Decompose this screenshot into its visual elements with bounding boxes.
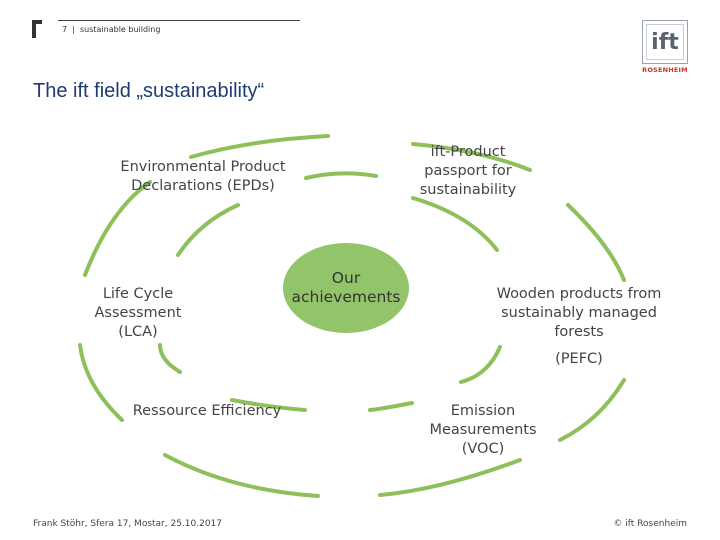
emission-line-2: Measurements: [429, 422, 537, 438]
inner-arc-top-right: [411, 196, 499, 252]
epd-line-2: Declarations (EPDs): [131, 178, 275, 194]
label-wooden: Wooden products from sustainably managed…: [484, 285, 674, 342]
header-rule: [58, 20, 300, 21]
wooden-line-pefc: (PEFC): [555, 351, 603, 367]
footer-copyright: © ift Rosenheim: [613, 519, 687, 529]
inner-arcs: [158, 171, 502, 412]
footer-author: Frank Stöhr, Sfera 17, Mostar, 25.10.201…: [33, 519, 223, 529]
center-label: Our achievements: [283, 269, 409, 307]
section-name: sustainable building: [79, 25, 161, 34]
arc-top-left: [189, 134, 330, 159]
arc-bottom-left: [163, 453, 320, 498]
outer-arcs: [78, 134, 626, 498]
inner-arc-left-lower: [158, 343, 182, 374]
epd-line-1: Environmental Product: [120, 159, 286, 175]
ift-logo: ift ROSENHEIM: [642, 20, 688, 74]
emission-line-1: Emission: [450, 403, 516, 419]
inner-arc-bottom-left: [230, 398, 307, 412]
arc-top-right: [411, 142, 532, 172]
logo-frame: ift: [642, 20, 688, 64]
slide-number: 7: [62, 25, 68, 34]
inner-arc-left-upper: [176, 203, 240, 257]
inner-arc-top: [304, 171, 378, 180]
label-efficiency: Ressource Efficiency: [120, 402, 294, 421]
header-caption: 7 | sustainable building: [62, 25, 160, 34]
arc-left-upper: [83, 180, 152, 277]
passport-line-2: passport for: [424, 163, 512, 179]
arc-right-upper: [566, 203, 626, 282]
passport-line-3: sustainability: [419, 182, 517, 198]
efficiency-line-1: Ressource Efficiency: [132, 403, 282, 419]
center-line-1: Our: [331, 269, 361, 287]
logo-mark: ift: [646, 24, 684, 60]
page-title: The ift field „sustainability“: [33, 80, 265, 102]
wooden-line-1: Wooden products from: [496, 286, 662, 302]
label-emission: Emission Measurements (VOC): [420, 402, 546, 459]
inner-arc-right: [459, 345, 502, 384]
lca-line-1: Life Cycle: [102, 286, 174, 302]
label-passport: ift-Product passport for sustainability: [408, 143, 528, 200]
label-lca: Life Cycle Assessment (LCA): [85, 285, 191, 342]
label-epd: Environmental Product Declarations (EPDs…: [108, 158, 298, 196]
wooden-line-2: sustainably managed: [501, 305, 657, 321]
arc-left-lower: [78, 343, 124, 422]
center-ellipse: [283, 243, 409, 333]
passport-line-1: ift-Product: [430, 144, 506, 160]
inner-arc-bottom-right: [368, 401, 414, 412]
wooden-line-3: forests: [554, 324, 604, 340]
header-separator: |: [69, 25, 78, 34]
arc-right-lower: [558, 378, 626, 442]
arc-bottom-right: [378, 458, 522, 497]
logo-subtitle: ROSENHEIM: [642, 66, 688, 74]
label-pefc: (PEFC): [548, 350, 610, 369]
emission-line-3: (VOC): [461, 441, 505, 457]
lca-line-2: Assessment: [94, 305, 182, 321]
center-line-2: achievements: [291, 288, 401, 306]
corner-mark: [32, 20, 42, 38]
lca-line-3: (LCA): [118, 324, 158, 340]
